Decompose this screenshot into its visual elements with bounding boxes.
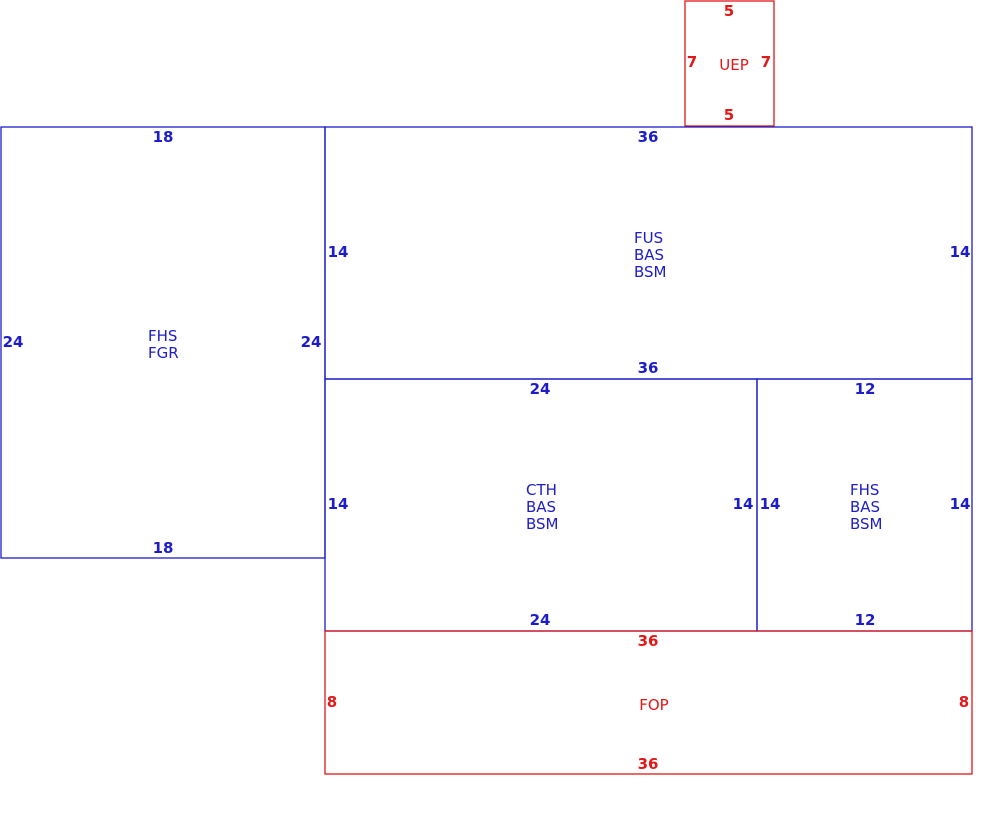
cth-dim-top: 24 (530, 380, 551, 398)
fhs-garage-dim-bottom: 18 (153, 539, 174, 557)
uep-dim-top: 5 (724, 2, 734, 20)
fhs-right-dim-bottom: 12 (855, 611, 876, 629)
fhs-garage-code-2: FGR (148, 344, 179, 362)
cth-code-3: BSM (526, 515, 559, 533)
fhs-right-dim-right: 14 (950, 495, 971, 513)
fus-dim-right: 14 (950, 243, 971, 261)
cth-dim-left: 14 (328, 495, 349, 513)
fop-code: FOP (639, 696, 668, 714)
fhs-garage-code-1: FHS (148, 327, 177, 345)
fus-dim-bottom: 36 (638, 359, 659, 377)
fhs-garage-dim-top: 18 (153, 128, 174, 146)
uep-dim-left: 7 (687, 53, 697, 71)
fop-dim-top: 36 (638, 632, 659, 650)
fop-dim-right: 8 (959, 693, 969, 711)
fus-dim-left: 14 (328, 243, 349, 261)
fus-code-1: FUS (634, 229, 663, 247)
cth-dim-right: 14 (733, 495, 754, 513)
fop-dim-left: 8 (327, 693, 337, 711)
fus-code-2: BAS (634, 246, 664, 264)
uep-dim-right: 7 (761, 53, 771, 71)
area-uep (684, 0, 775, 127)
fus-code-3: BSM (634, 263, 667, 281)
fhs-right-code-3: BSM (850, 515, 883, 533)
uep-dim-bottom: 5 (724, 106, 734, 124)
fhs-right-dim-top: 12 (855, 380, 876, 398)
fus-dim-top: 36 (638, 128, 659, 146)
cth-dim-bottom: 24 (530, 611, 551, 629)
fhs-right-code-1: FHS (850, 481, 879, 499)
uep-outline (684, 0, 775, 127)
uep-code: UEP (719, 56, 749, 74)
cth-code-2: BAS (526, 498, 556, 516)
fhs-garage-dim-left: 24 (3, 333, 24, 351)
fhs-right-code-2: BAS (850, 498, 880, 516)
cth-code-1: CTH (526, 481, 557, 499)
fop-dim-bottom: 36 (638, 755, 659, 773)
fhs-garage-dim-right: 24 (301, 333, 322, 351)
fhs-right-dim-left: 14 (760, 495, 781, 513)
fop-outline (324, 630, 973, 775)
